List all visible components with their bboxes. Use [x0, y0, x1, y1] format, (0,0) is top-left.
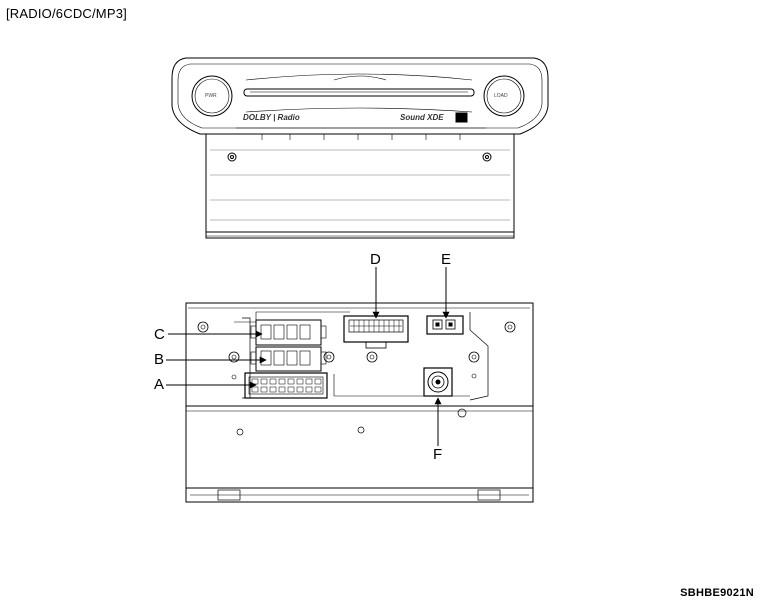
- front-logo-left: DOLBY | Radio: [243, 113, 300, 122]
- label-a: A: [154, 376, 165, 393]
- rear-view: [185, 302, 534, 503]
- label-e: E: [441, 251, 452, 268]
- load-knob-label: LOAD: [494, 93, 508, 99]
- rear-screws: [197, 321, 516, 436]
- connector-a: [244, 372, 328, 399]
- load-knob: [483, 75, 525, 117]
- front-view: [171, 57, 549, 239]
- label-d: D: [370, 251, 381, 268]
- connector-d: [343, 315, 409, 349]
- label-f: F: [433, 446, 443, 463]
- connector-c: [250, 319, 327, 346]
- power-knob: [191, 75, 233, 117]
- rear-housing: [185, 302, 534, 503]
- front-logo-right: Sound XDE: [400, 113, 444, 122]
- front-left-screw: [227, 152, 237, 162]
- figure-code: SBHBE9021N: [680, 587, 754, 599]
- cd-slot: [243, 88, 475, 97]
- connector-e: [426, 315, 464, 335]
- power-knob-label: PWR: [205, 93, 217, 99]
- leader-arrows: [166, 267, 450, 446]
- diagram-title: [RADIO/6CDC/MP3]: [6, 6, 127, 21]
- label-b: B: [154, 351, 165, 368]
- front-chassis: [205, 121, 515, 239]
- label-c: C: [154, 326, 165, 343]
- connector-b: [250, 346, 327, 372]
- front-right-screw: [482, 152, 492, 162]
- connector-f: [423, 367, 453, 397]
